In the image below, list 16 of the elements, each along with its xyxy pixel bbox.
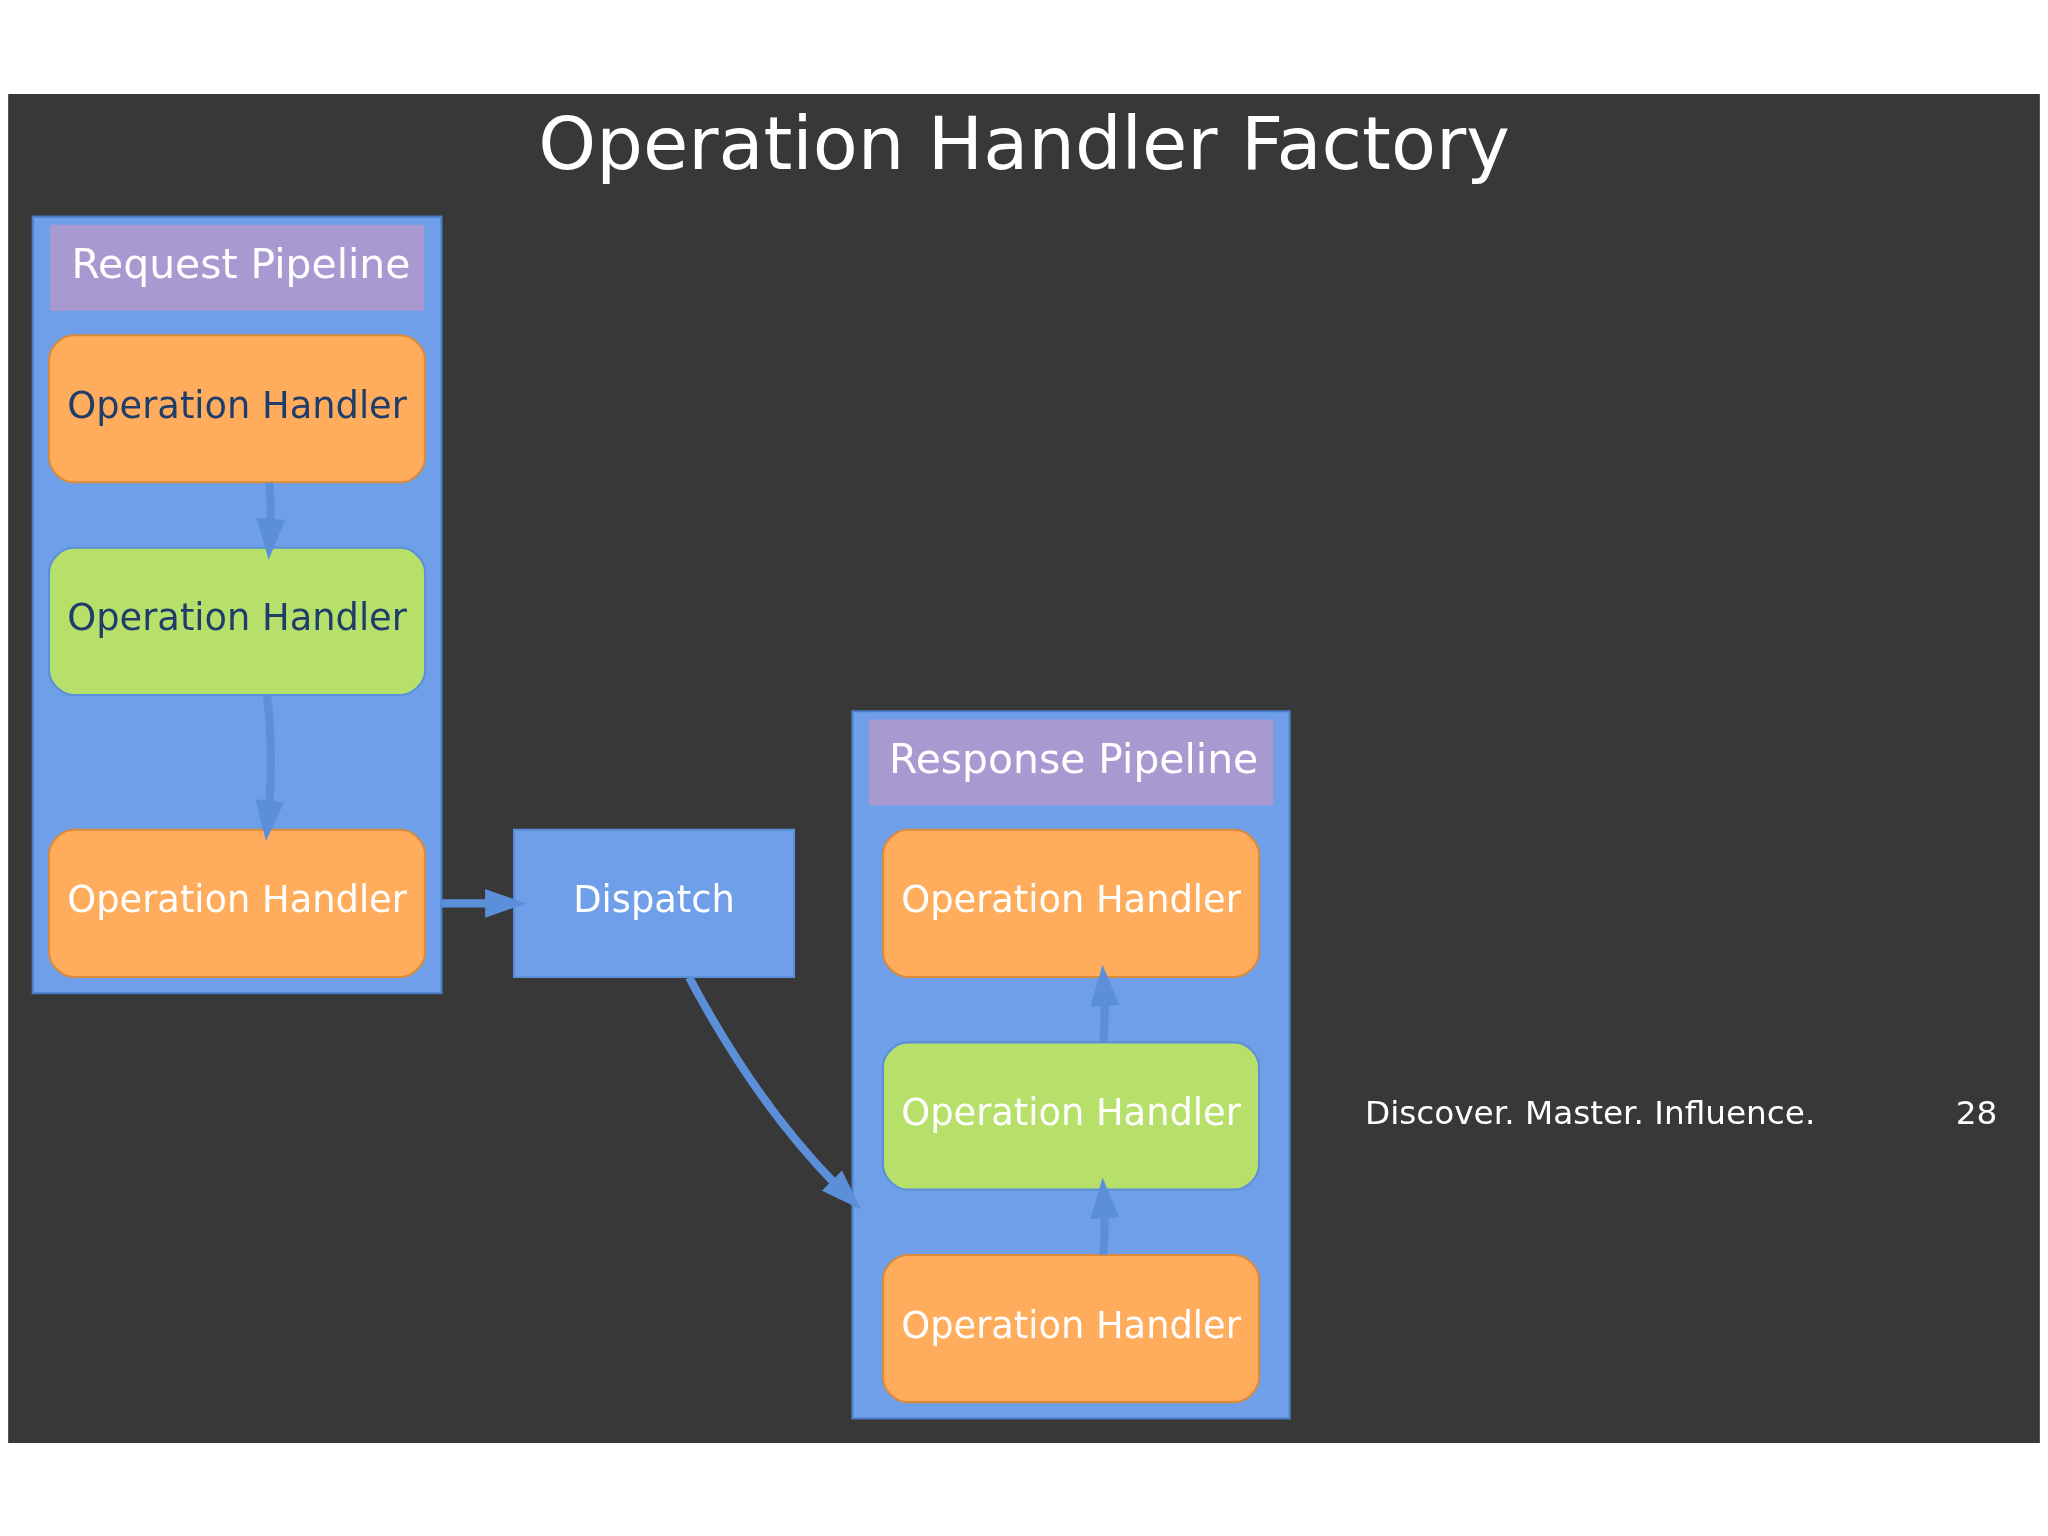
node-box: Operation Handler bbox=[881, 1253, 1261, 1403]
node-box: Operation Handler bbox=[881, 828, 1261, 978]
label: 28 bbox=[1955, 1093, 1998, 1132]
arrow bbox=[1090, 1176, 1120, 1255]
node-box: Operation Handler bbox=[48, 546, 427, 696]
label: Discover. Master. Influence. bbox=[1365, 1093, 1816, 1132]
node-box: Operation Handler bbox=[48, 333, 427, 483]
arrow bbox=[255, 694, 285, 841]
node-box: Operation Handler bbox=[881, 1040, 1261, 1191]
arrow bbox=[256, 481, 286, 560]
arrow bbox=[685, 974, 862, 1209]
node-box: Dispatch bbox=[513, 828, 796, 978]
arrow bbox=[441, 888, 527, 918]
diagram-title: Operation Handler Factory bbox=[538, 100, 1510, 186]
arrow bbox=[1090, 964, 1120, 1042]
node-box: Operation Handler bbox=[48, 828, 427, 978]
